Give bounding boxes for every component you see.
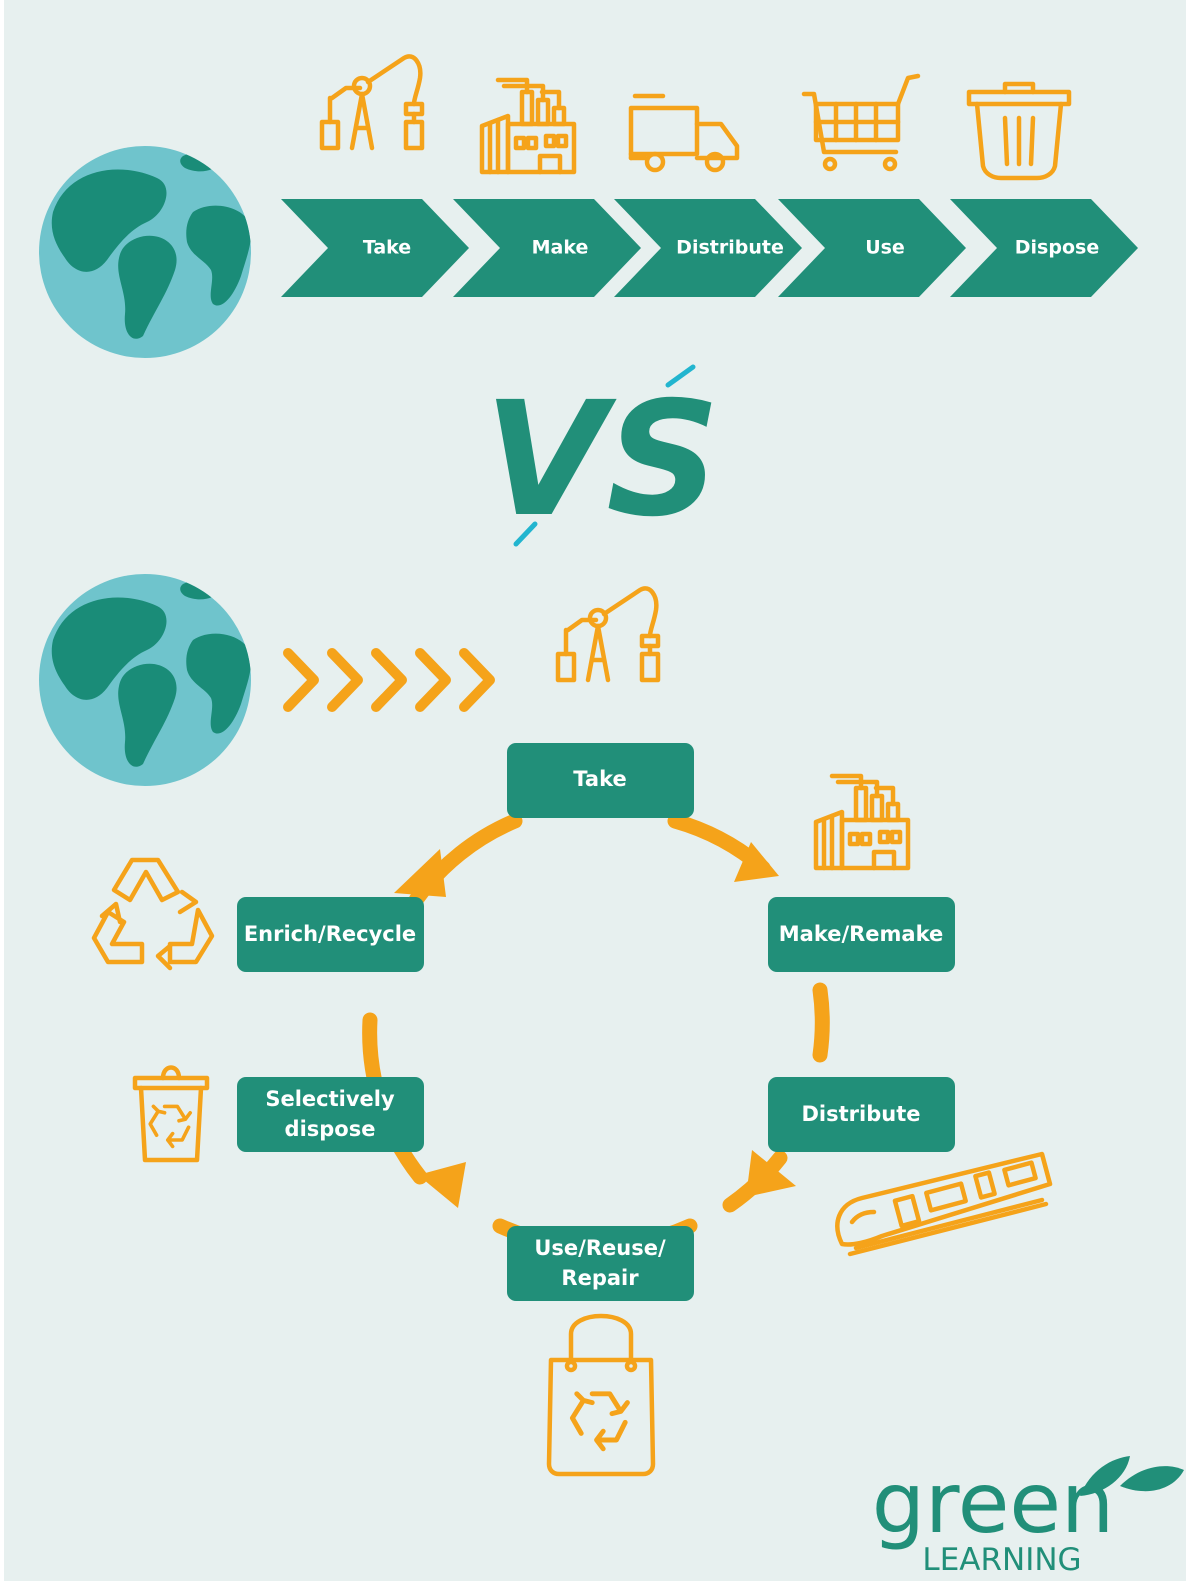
cycle-step-use-reuse-repair: Use/Reuse/Repair xyxy=(507,1226,694,1301)
leaf-icon xyxy=(1080,1456,1130,1496)
cycle-step-make-remake-label: Make/Remake xyxy=(779,922,944,946)
cycle-arrowheads xyxy=(394,842,796,1208)
chevron-arrows xyxy=(283,648,495,712)
cycle-step-use-reuse-repair-label: Use/Reuse/Repair xyxy=(534,1236,666,1290)
linear-step-take-label: Take xyxy=(363,237,411,259)
chevron-5-icon xyxy=(459,648,495,712)
label-line: Use/Reuse/ xyxy=(534,1236,666,1260)
linear-step-distribute-label: Distribute xyxy=(676,237,784,259)
linear-step-take: Take xyxy=(281,199,469,297)
cycle-step-selectively-dispose-label: Selectively dispose xyxy=(265,1087,395,1141)
logo-wordmark: green xyxy=(872,1454,1115,1552)
cycle-step-enrich-recycle-label: Enrich/Recycle xyxy=(244,922,416,946)
linear-globe xyxy=(39,146,251,358)
linear-step-dispose: Dispose xyxy=(950,199,1138,297)
arrow-head-3-icon xyxy=(418,1162,466,1208)
linear-step-make-label: Make xyxy=(532,237,589,259)
cycle-step-distribute-label: Distribute xyxy=(802,1102,921,1126)
cycle-step-selectively-dispose: Selectively dispose xyxy=(237,1077,424,1152)
linear-step-dispose-label: Dispose xyxy=(1015,237,1099,259)
linear-flow: Take Make Distribute Use Dispose xyxy=(281,199,1138,297)
leaf-icon-2 xyxy=(1120,1466,1184,1492)
versus-mark: VS xyxy=(484,364,720,552)
label-line: dispose xyxy=(285,1117,376,1141)
linear-step-make: Make xyxy=(453,199,641,297)
left-edge xyxy=(0,0,4,1581)
cycle-step-make-remake: Make/Remake xyxy=(768,897,955,972)
cycle-step-take-label: Take xyxy=(573,767,626,791)
arrow-head-4-icon xyxy=(394,849,446,897)
chevron-4-icon xyxy=(415,648,451,712)
linear-step-use-label: Use xyxy=(865,237,905,259)
label-line: Repair xyxy=(561,1266,639,1290)
label-line: Selectively xyxy=(265,1087,395,1111)
chevron-2-icon xyxy=(327,648,363,712)
chevron-1-icon xyxy=(283,648,319,712)
circular-globe xyxy=(39,574,251,786)
linear-step-use: Use xyxy=(778,199,966,297)
cycle-step-distribute: Distribute xyxy=(768,1077,955,1152)
chevron-3-icon xyxy=(371,648,407,712)
green-learning-logo: green LEARNING xyxy=(872,1454,1184,1578)
versus-text: VS xyxy=(484,368,720,552)
cycle-step-enrich-recycle: Enrich/Recycle xyxy=(237,897,424,972)
logo-subtitle: LEARNING xyxy=(922,1542,1081,1578)
arrow-head-1-icon xyxy=(734,842,779,882)
accent-dash-bottom xyxy=(513,521,538,547)
cycle-step-take: Take xyxy=(507,743,694,818)
accent-dash-top xyxy=(665,364,696,388)
linear-step-distribute: Distribute xyxy=(614,199,802,297)
arrow-head-2-icon xyxy=(746,1150,796,1197)
